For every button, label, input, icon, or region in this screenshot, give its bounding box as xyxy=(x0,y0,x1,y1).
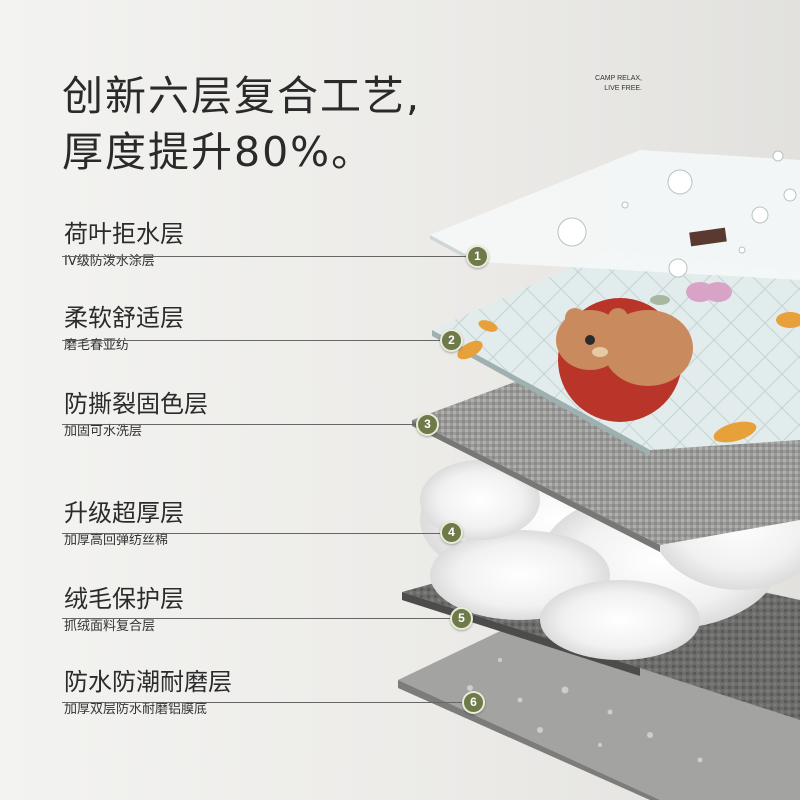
layer-5-badge: 5 xyxy=(450,607,473,630)
layer-1-leader-line xyxy=(62,256,468,257)
layer-4-desc: 加厚高回弹纺丝棉 xyxy=(64,533,169,548)
headline: 创新六层复合工艺, 厚度提升80%。 xyxy=(62,68,421,180)
headline-line-2: 厚度提升80%。 xyxy=(62,128,375,176)
layer-5-title: 绒毛保护层 xyxy=(64,585,184,613)
layer-5-label: 绒毛保护层 抓绒面料复合层 xyxy=(64,584,184,636)
layer-1-title: 荷叶拒水层 xyxy=(64,220,184,248)
headline-line-1: 创新六层复合工艺, xyxy=(62,72,422,120)
brand-tagline: CAMP RELAX, LIVE FREE. xyxy=(572,74,642,94)
layer-2-label: 柔软舒适层 磨毛春亚纺 xyxy=(64,303,184,355)
layer-4-leader-line xyxy=(62,533,442,534)
layer-6-label: 防水防潮耐磨层 加厚双层防水耐磨铝膜底 xyxy=(64,667,232,719)
layer-6-leader-line xyxy=(62,702,464,703)
layer-3-leader-line xyxy=(62,424,418,425)
layer-3-badge: 3 xyxy=(416,413,439,436)
layer-2-leader-line xyxy=(62,340,442,341)
layer-5-leader-line xyxy=(62,618,452,619)
layer-1-desc: IV级防泼水涂层 xyxy=(64,254,155,269)
brand-line-2: LIVE FREE. xyxy=(604,85,642,92)
layer-3-desc: 加固可水洗层 xyxy=(64,424,143,439)
layer-2-badge: 2 xyxy=(440,329,463,352)
layer-4-title: 升级超厚层 xyxy=(64,499,184,527)
layer-4-label: 升级超厚层 加厚高回弹纺丝棉 xyxy=(64,498,184,550)
layer-5-desc: 抓绒面料复合层 xyxy=(64,619,156,634)
brand-line-1: CAMP RELAX, xyxy=(595,75,642,82)
layer-3-title: 防撕裂固色层 xyxy=(64,390,208,418)
layer-2-desc: 磨毛春亚纺 xyxy=(64,338,130,353)
layer-6-desc: 加厚双层防水耐磨铝膜底 xyxy=(64,702,208,717)
layer-1-label: 荷叶拒水层 IV级防泼水涂层 xyxy=(64,219,184,271)
layer-6-badge: 6 xyxy=(462,691,485,714)
layer-4-badge: 4 xyxy=(440,521,463,544)
layer-2-shape xyxy=(432,250,800,456)
layer-2-title: 柔软舒适层 xyxy=(64,304,184,332)
layer-6-title: 防水防潮耐磨层 xyxy=(64,668,232,696)
layer-1-shape xyxy=(430,150,800,280)
layer-1-badge: 1 xyxy=(466,245,489,268)
layer-3-label: 防撕裂固色层 加固可水洗层 xyxy=(64,389,208,441)
